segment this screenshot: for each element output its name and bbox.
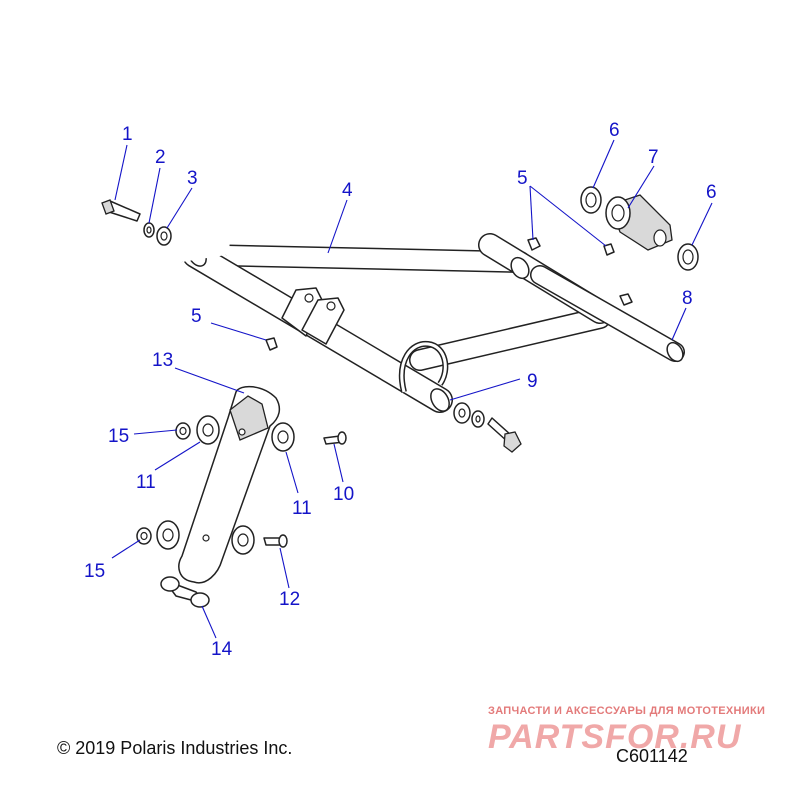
bolt-1 xyxy=(101,199,141,222)
washer-11-upper-right xyxy=(271,422,295,452)
washer-11-lower-left xyxy=(156,520,180,550)
bolt-10 xyxy=(323,431,347,445)
bushing-14 xyxy=(160,576,210,608)
washer-6-right xyxy=(677,243,699,271)
grease-fitting xyxy=(265,337,278,351)
washer-9b xyxy=(471,410,485,428)
washer-9a xyxy=(453,402,471,424)
callout-7: 7 xyxy=(648,147,659,168)
callout-10: 10 xyxy=(333,484,354,505)
bolt-9 xyxy=(487,417,522,453)
washer-2 xyxy=(143,222,155,238)
washer-3 xyxy=(156,226,172,246)
callout-11-right: 11 xyxy=(292,498,312,519)
callout-6-right: 6 xyxy=(706,182,717,203)
leader-lines xyxy=(111,139,713,639)
lower-diagonal-tube xyxy=(409,307,611,371)
callout-13: 13 xyxy=(152,350,173,371)
callout-5-left: 5 xyxy=(191,306,202,327)
grease-fitting xyxy=(603,243,615,256)
washer-11-lower-right xyxy=(231,525,255,555)
callout-8: 8 xyxy=(682,288,693,309)
watermark-logo: PARTSFOR.RU xyxy=(488,718,742,756)
pivot-tube xyxy=(530,265,685,363)
hoop-bracket xyxy=(398,340,449,393)
washer-6-left xyxy=(580,186,602,214)
watermark-tagline: ЗАПЧАСТИ И АКСЕССУАРЫ ДЛЯ МОТОТЕХНИКИ xyxy=(488,705,766,717)
grease-fitting xyxy=(527,237,541,251)
callout-numbers: 1 2 3 4 5 5 6 6 7 8 9 10 11 11 12 13 14 … xyxy=(84,120,717,660)
shock-link-13 xyxy=(178,385,281,584)
nut-15-lower xyxy=(136,527,152,545)
bolt-12 xyxy=(263,534,288,548)
callout-5-top: 5 xyxy=(517,168,528,189)
grease-fitting xyxy=(619,293,633,306)
callout-1: 1 xyxy=(122,124,133,145)
callout-3: 3 xyxy=(187,168,198,189)
callout-15-lower: 15 xyxy=(84,561,105,582)
callout-14: 14 xyxy=(211,639,233,660)
callout-6-left: 6 xyxy=(609,120,620,141)
shock-mount-tabs xyxy=(281,287,345,345)
a-arm-assembly xyxy=(178,212,685,413)
callout-15-upper: 15 xyxy=(108,426,129,447)
diagram-code: C601142 xyxy=(616,746,688,766)
pivot-bushing-7 xyxy=(605,194,673,251)
callout-11-left: 11 xyxy=(136,472,156,493)
callout-9: 9 xyxy=(527,371,538,392)
hoop-bracket xyxy=(178,212,230,263)
washer-11-upper-left xyxy=(196,415,220,445)
callout-4: 4 xyxy=(342,180,353,201)
callout-2: 2 xyxy=(155,147,166,168)
nut-15-upper xyxy=(175,422,191,440)
upper-tube xyxy=(194,244,531,273)
copyright-notice: © 2019 Polaris Industries Inc. xyxy=(57,738,293,758)
callout-12: 12 xyxy=(279,589,300,610)
